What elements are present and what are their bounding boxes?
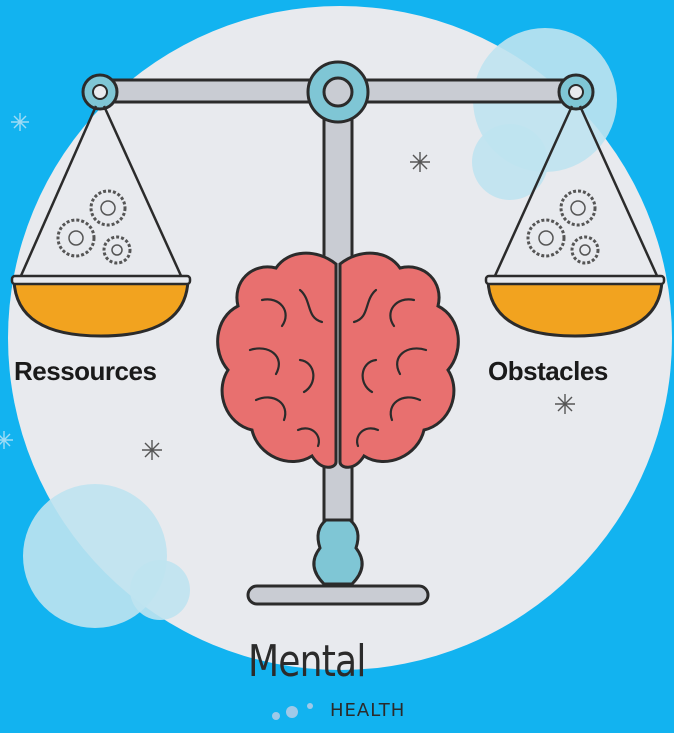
logo-subtitle: HEALTH — [330, 700, 405, 721]
ressources-label: Ressources — [14, 356, 156, 387]
bubble-decor — [130, 560, 190, 620]
logo-title: Mental — [248, 636, 366, 687]
logo-dots-icon — [272, 703, 313, 720]
obstacles-label: Obstacles — [488, 356, 608, 387]
bubble-decor — [472, 124, 548, 200]
